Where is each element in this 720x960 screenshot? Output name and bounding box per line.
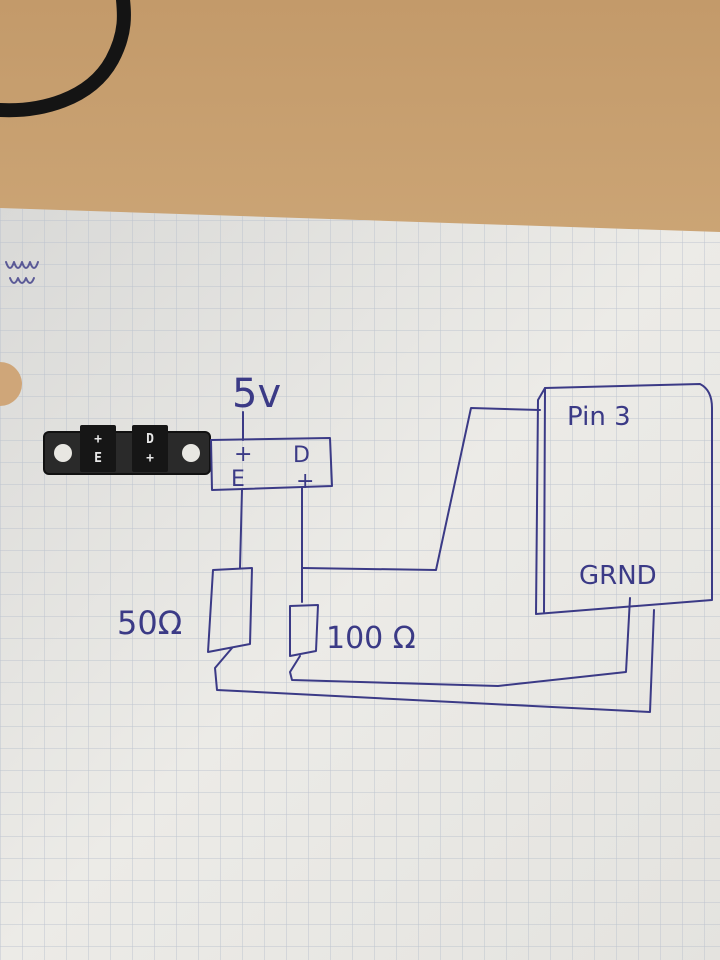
sensor-emitter-block [80,425,116,472]
resistor-left-label: 50Ω [117,604,182,642]
sensor-label-right-bottom: + [146,451,154,466]
sensor-label-right-top: D [146,432,154,447]
board-inner-edge [543,387,546,613]
drawn-e-label: E [231,467,245,492]
schematic: 5v + E D + 50Ω 100 Ω Pin 3 GRND [117,371,713,713]
sensor-label-left-bottom: E [94,451,102,466]
board-pin-label: Pin 3 [567,402,631,432]
wire-signal-to-pin [301,407,541,571]
board-ground-label: GRND [579,561,657,591]
wire-left-to-ground [214,609,655,713]
physical-sensor: + E D + [43,425,211,475]
drawn-d-label: D [293,443,310,468]
drawn-plus-label-2: + [296,469,314,494]
mount-hole-left [54,444,72,462]
mount-hole-right [182,444,200,462]
corner-scribble [5,261,39,284]
wire-emitter [239,489,243,569]
binder-hole [0,362,22,406]
drawn-sensor-box [210,437,333,491]
resistor-right [289,604,319,657]
usb-cable [0,0,131,118]
wire-right-to-ground [289,597,631,687]
board-outline [535,383,713,615]
drawn-plus-label: + [234,442,252,467]
sensor-detector-block [132,425,168,472]
resistor-left [207,567,253,653]
resistor-right-label: 100 Ω [326,621,416,656]
sensor-label-left-top: + [94,432,102,447]
supply-label: 5v [232,371,281,417]
